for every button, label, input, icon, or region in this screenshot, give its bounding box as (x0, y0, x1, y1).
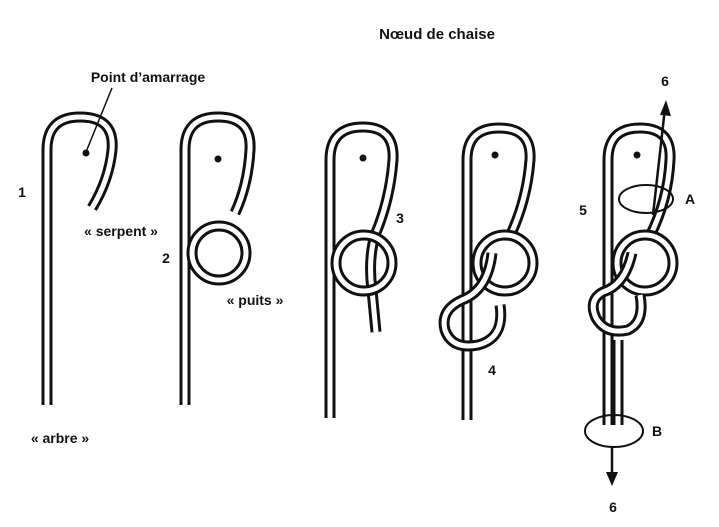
pull-arrow-down (606, 447, 618, 486)
diagram-title: Nœud de chaise (379, 26, 495, 43)
anchor-pointer-line (85, 87, 113, 153)
label-marker-a: A (685, 191, 695, 207)
pull-arrow-up (651, 100, 671, 216)
anchor-point-dot (491, 151, 499, 159)
label-step-1: 1 (18, 184, 26, 200)
step-5-rope (587, 122, 679, 425)
label-step-5: 5 (579, 202, 587, 218)
marker-b-ellipse (584, 414, 644, 448)
step-3-rope (324, 121, 399, 418)
anchor-point-dot (82, 149, 90, 157)
step-4-rope (438, 122, 539, 420)
step-2-rope (179, 111, 256, 405)
label-step-4: 4 (488, 362, 496, 378)
anchor-point-dot (633, 151, 641, 159)
label-serpent: « serpent » (84, 223, 158, 239)
label-arbre: « arbre » (31, 430, 90, 446)
label-marker-b: B (652, 423, 662, 439)
anchor-point-dot (214, 155, 222, 163)
label-step-6-top: 6 (661, 73, 669, 89)
label-step-2: 2 (162, 250, 170, 266)
marker-a-ellipse (618, 184, 674, 214)
label-step-3: 3 (396, 210, 404, 226)
label-puits: « puits » (227, 292, 284, 308)
step-1-rope (41, 111, 118, 405)
label-point-amarrage: Point d’amarrage (91, 69, 206, 85)
anchor-point-dot (359, 154, 367, 162)
label-step-6-bottom: 6 (609, 499, 617, 515)
